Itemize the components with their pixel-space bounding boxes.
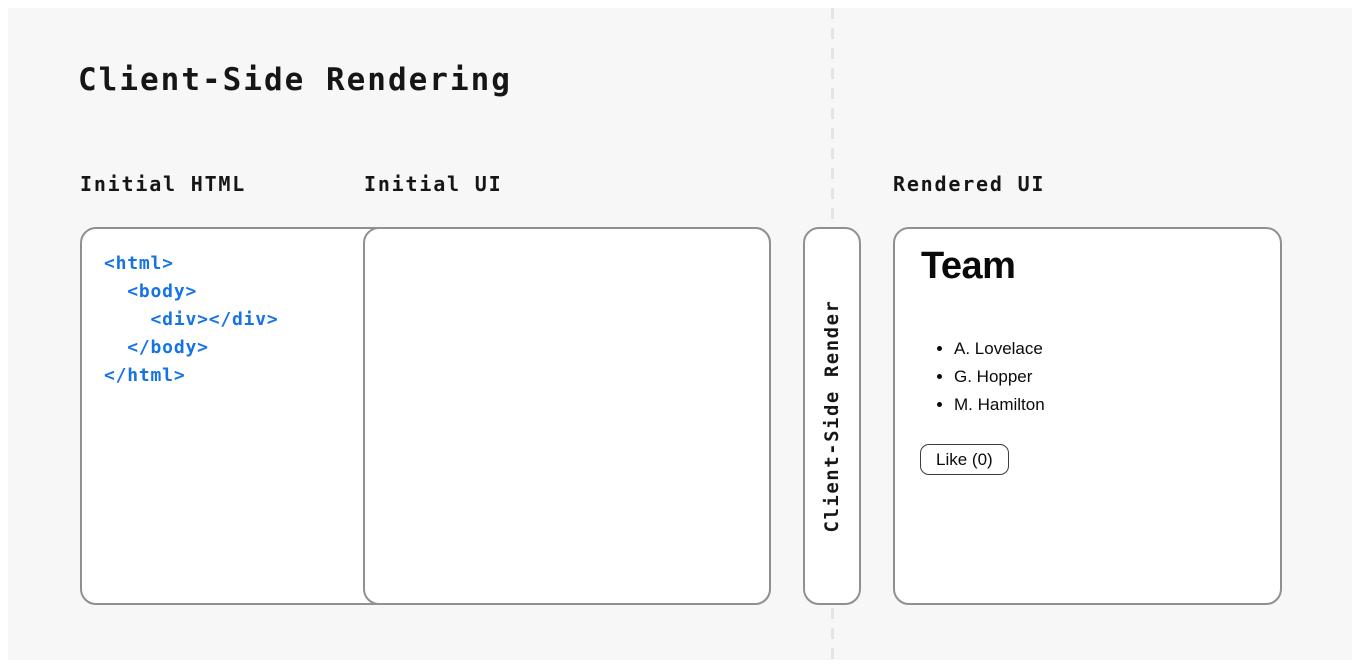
html-code-block: <html> <body> <div></div> </body> </html… <box>104 250 279 390</box>
code-line: <body> <box>104 281 198 302</box>
label-rendered-ui: Rendered UI <box>893 172 1046 196</box>
client-side-render-pill: Client-Side Render <box>803 227 861 605</box>
code-line: </html> <box>104 365 186 386</box>
team-list-item: A. Lovelace <box>954 335 1045 363</box>
team-heading: Team <box>921 245 1016 287</box>
team-list-item: M. Hamilton <box>954 391 1045 419</box>
rendered-ui-panel: Team A. Lovelace G. Hopper M. Hamilton L… <box>893 227 1282 605</box>
team-list: A. Lovelace G. Hopper M. Hamilton <box>895 335 1045 419</box>
page-title: Client-Side Rendering <box>78 62 512 98</box>
client-side-render-label: Client-Side Render <box>821 299 843 533</box>
code-line: </body> <box>104 337 209 358</box>
label-initial-html: Initial HTML <box>80 172 247 196</box>
code-line: <div></div> <box>104 309 279 330</box>
label-initial-ui: Initial UI <box>364 172 503 196</box>
like-button[interactable]: Like (0) <box>920 444 1009 475</box>
code-line: <html> <box>104 253 174 274</box>
initial-ui-panel <box>363 227 771 605</box>
team-list-item: G. Hopper <box>954 363 1045 391</box>
